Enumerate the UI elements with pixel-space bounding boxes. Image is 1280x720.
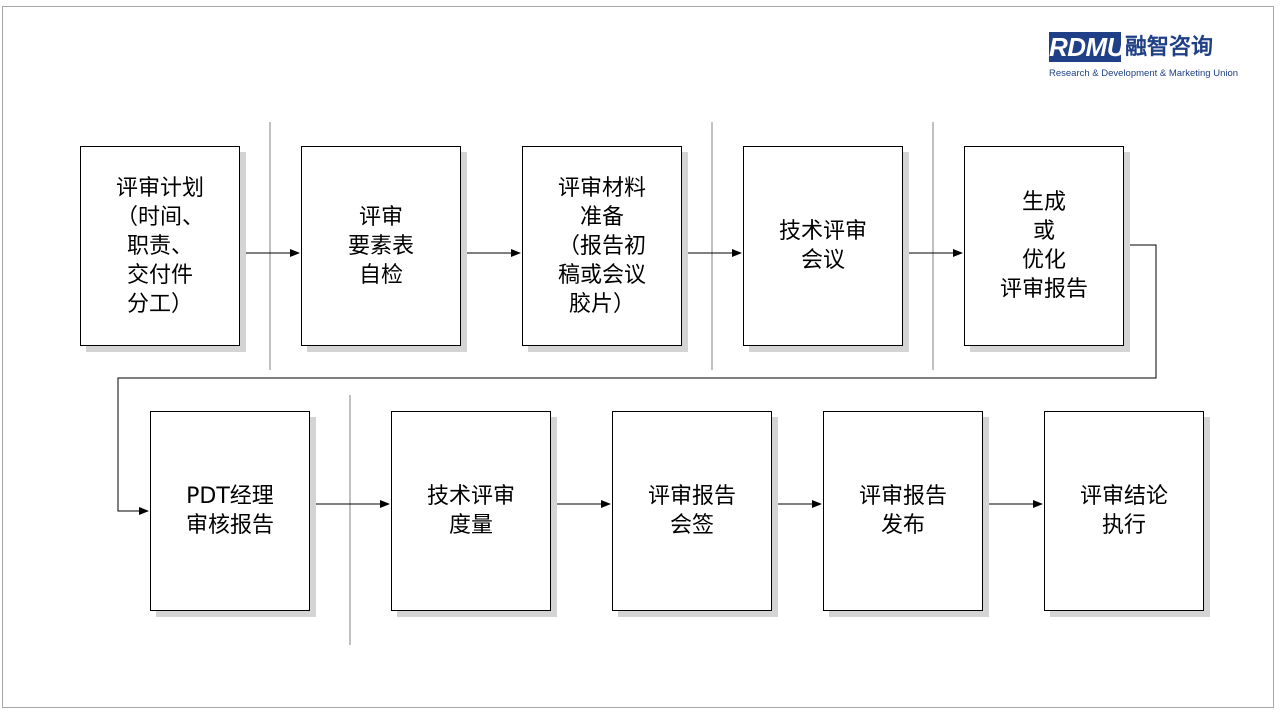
step-review-plan: 评审计划 （时间、 职责、 交付件 分工） [80,146,240,346]
slide-frame [2,6,1274,708]
step-label: PDT经理 审核报告 [185,484,274,538]
step-report-signoff: 评审报告 会签 [612,411,772,611]
step-label: 评审 要素表 自检 [347,204,414,288]
step-review-metrics: 技术评审 度量 [391,411,551,611]
logo-subtitle: Research & Development & Marketing Union [1049,68,1239,79]
step-label: 评审材料 准备 （报告初 稿或会议 胶片） [557,175,646,317]
step-generate-report: 生成 或 优化 评审报告 [964,146,1124,346]
step-report-publish: 评审报告 发布 [823,411,983,611]
step-conclusion-execute: 评审结论 执行 [1044,411,1204,611]
logo-name-cn: 融智咨询 [1125,34,1214,60]
step-review-meeting: 技术评审 会议 [743,146,903,346]
rdmu-logo: RDMU 融智咨询 Research & Development & Marke… [1049,30,1259,82]
step-label: 评审计划 （时间、 职责、 交付件 分工） [115,175,204,317]
step-label: 评审报告 发布 [858,484,947,538]
step-material-prep: 评审材料 准备 （报告初 稿或会议 胶片） [522,146,682,346]
step-label: 技术评审 度量 [426,484,515,538]
step-label: 生成 或 优化 评审报告 [999,190,1088,302]
logo-abbr: RDMU [1049,32,1126,62]
step-checklist-selfcheck: 评审 要素表 自检 [301,146,461,346]
step-label: 评审结论 执行 [1079,484,1168,538]
step-pdt-audit: PDT经理 审核报告 [150,411,310,611]
step-label: 评审报告 会签 [647,484,736,538]
wrap-connector [117,244,1157,515]
step-label: 技术评审 会议 [778,219,867,273]
